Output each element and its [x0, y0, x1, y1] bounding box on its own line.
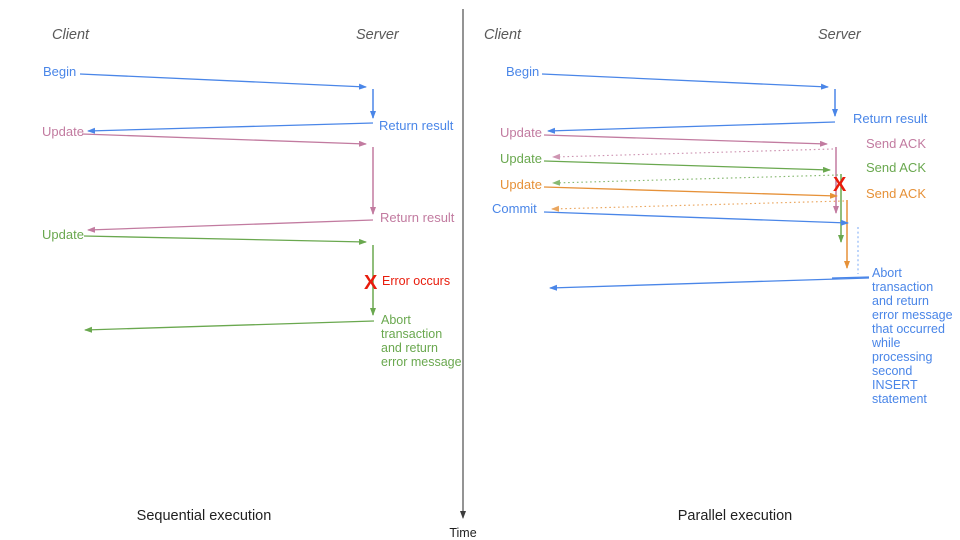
right-update2-label: Update	[500, 151, 542, 166]
right-error-x-icon: X	[833, 174, 847, 196]
right-abort-line: that occurred	[872, 322, 945, 336]
left-error-x-icon: X	[364, 272, 378, 294]
left-abort-line: error message	[381, 355, 462, 369]
right-panel-title: Parallel execution	[678, 508, 792, 524]
right-ack1-line	[552, 148, 834, 160]
right-abort-platform-line	[831, 276, 870, 279]
right-client-header: Client	[484, 27, 522, 43]
right-abort-line: second	[872, 364, 912, 378]
left-return-result1-line	[87, 122, 374, 134]
left-panel-title: Sequential execution	[137, 508, 272, 524]
right-ack2-line	[552, 174, 839, 186]
left-client-header: Client	[52, 27, 90, 43]
right-abort-line: error message	[872, 308, 953, 322]
right-update3-label: Update	[500, 177, 542, 192]
right-return-result-label: Return result	[853, 111, 928, 126]
left-return-result1-label: Return result	[379, 118, 454, 133]
right-abort-line: while	[871, 336, 901, 350]
left-abort-line: and return	[381, 341, 438, 355]
right-server-header: Server	[818, 27, 862, 43]
right-commit-label: Commit	[492, 201, 537, 216]
right-abort-return-line	[549, 277, 870, 291]
parallel-panel: Client Server Begin Return result Update…	[484, 27, 953, 524]
right-abort-line: transaction	[872, 280, 933, 294]
right-ack2-label: Send ACK	[866, 160, 926, 175]
right-ack1-label: Send ACK	[866, 136, 926, 151]
time-axis: Time	[449, 9, 477, 540]
left-begin-label: Begin	[43, 64, 76, 79]
left-return-result2-label: Return result	[380, 210, 455, 225]
time-axis-label: Time	[449, 526, 476, 540]
left-update2-request-line	[83, 235, 367, 245]
right-abort-line: statement	[872, 392, 927, 406]
sequential-panel: Client Server Begin Return result Update…	[42, 27, 462, 524]
right-return-result-line	[547, 121, 836, 134]
right-abort-line: and return	[872, 294, 929, 308]
right-begin-label: Begin	[506, 64, 539, 79]
right-update1-request-line	[543, 134, 828, 147]
left-begin-request-line	[79, 73, 367, 90]
left-error-label: Error occurs	[382, 274, 450, 288]
left-update1-label: Update	[42, 124, 84, 139]
right-abort-annotation: Abort transaction and return error messa…	[871, 266, 953, 406]
right-update2-request-line	[543, 160, 831, 173]
right-update3-request-line	[543, 186, 838, 199]
right-begin-request-line	[541, 73, 829, 90]
left-abort-line: Abort	[381, 313, 411, 327]
right-abort-line: Abort	[872, 266, 902, 280]
right-commit-request-line	[543, 211, 849, 226]
left-update1-request-line	[81, 133, 367, 147]
left-abort-annotation: Abort transaction and return error messa…	[381, 313, 462, 369]
left-abort-return-line	[84, 320, 375, 333]
right-abort-line: INSERT	[872, 378, 918, 392]
left-server-header: Server	[356, 27, 400, 43]
right-update1-label: Update	[500, 125, 542, 140]
left-return-result2-line	[87, 219, 374, 233]
left-update2-label: Update	[42, 227, 84, 242]
right-abort-line: processing	[872, 350, 932, 364]
right-ack3-label: Send ACK	[866, 186, 926, 201]
left-abort-line: transaction	[381, 327, 442, 341]
right-ack3-line	[551, 200, 845, 212]
